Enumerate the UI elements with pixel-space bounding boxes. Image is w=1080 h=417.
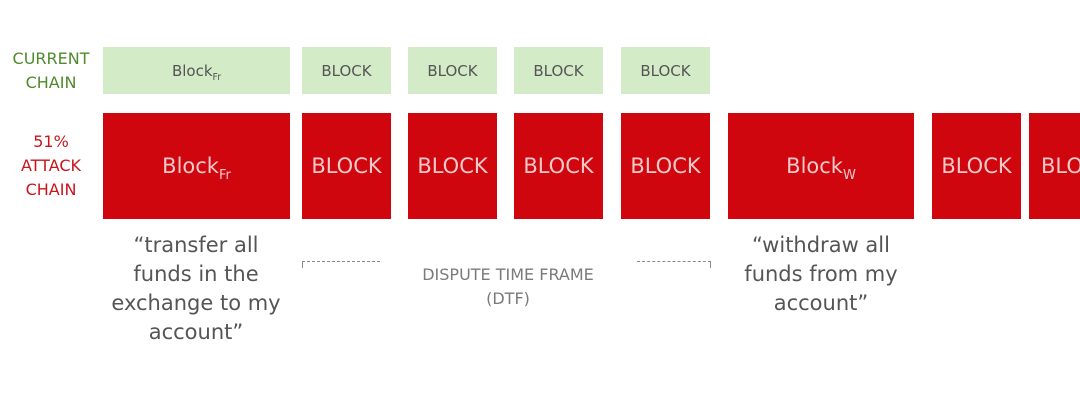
withdraw-quote-line: funds from my bbox=[744, 262, 898, 286]
attack-block: BLOCK bbox=[932, 113, 1021, 219]
attack-block-partial: BLO bbox=[1029, 113, 1080, 219]
current-block-fr-sub: Fr bbox=[212, 71, 222, 83]
current-block-fr-text: BlockFr bbox=[171, 61, 222, 83]
withdraw-quote-line: account” bbox=[773, 291, 869, 315]
dtf-bracket-right bbox=[637, 261, 711, 268]
current-block: BLOCK bbox=[408, 47, 497, 94]
current-block: BLOCK bbox=[302, 47, 391, 94]
attack-block-fr: BlockFr bbox=[103, 113, 290, 219]
attack-block-w-text: BlockW bbox=[786, 154, 856, 182]
withdraw-quote: “withdraw all funds from my account” bbox=[726, 231, 916, 318]
current-block: BLOCK bbox=[621, 47, 710, 94]
withdraw-quote-line: “withdraw all bbox=[752, 233, 890, 257]
current-block-fr-main: Block bbox=[171, 61, 213, 80]
transfer-quote-line: funds in the bbox=[133, 262, 259, 286]
current-chain-label-line1: CURRENT bbox=[12, 49, 90, 68]
dtf-label-line1: DISPUTE TIME FRAME bbox=[422, 265, 594, 284]
attack-chain-label: 51% ATTACK CHAIN bbox=[0, 130, 102, 202]
transfer-quote-line: account” bbox=[148, 320, 244, 344]
attack-block: BLOCK bbox=[302, 113, 391, 219]
dtf-bracket-left bbox=[302, 261, 380, 268]
attack-block-w: BlockW bbox=[728, 113, 914, 219]
attack-block: BLOCK bbox=[514, 113, 603, 219]
attack-block-w-sub: W bbox=[842, 167, 856, 183]
transfer-quote: “transfer all funds in the exchange to m… bbox=[100, 231, 292, 347]
attack-block: BLOCK bbox=[408, 113, 497, 219]
current-chain-label: CURRENT CHAIN bbox=[0, 47, 102, 95]
transfer-quote-line: exchange to my bbox=[111, 291, 281, 315]
dtf-label-line2: (DTF) bbox=[486, 289, 530, 308]
attack-block: BLOCK bbox=[621, 113, 710, 219]
dispute-time-frame-label: DISPUTE TIME FRAME (DTF) bbox=[390, 263, 626, 311]
attack-block-fr-sub: Fr bbox=[218, 167, 231, 183]
attack-block-fr-text: BlockFr bbox=[162, 154, 231, 182]
attack-block-w-main: Block bbox=[786, 154, 843, 178]
attack-chain-label-line2: ATTACK bbox=[20, 156, 82, 175]
transfer-quote-line: “transfer all bbox=[133, 233, 259, 257]
current-chain-label-line2: CHAIN bbox=[25, 73, 77, 92]
current-block-fr: BlockFr bbox=[103, 47, 290, 94]
attack-chain-label-line1: 51% bbox=[33, 132, 69, 151]
attack-chain-label-line3: CHAIN bbox=[25, 180, 77, 199]
attack-block-fr-main: Block bbox=[162, 154, 219, 178]
current-block: BLOCK bbox=[514, 47, 603, 94]
